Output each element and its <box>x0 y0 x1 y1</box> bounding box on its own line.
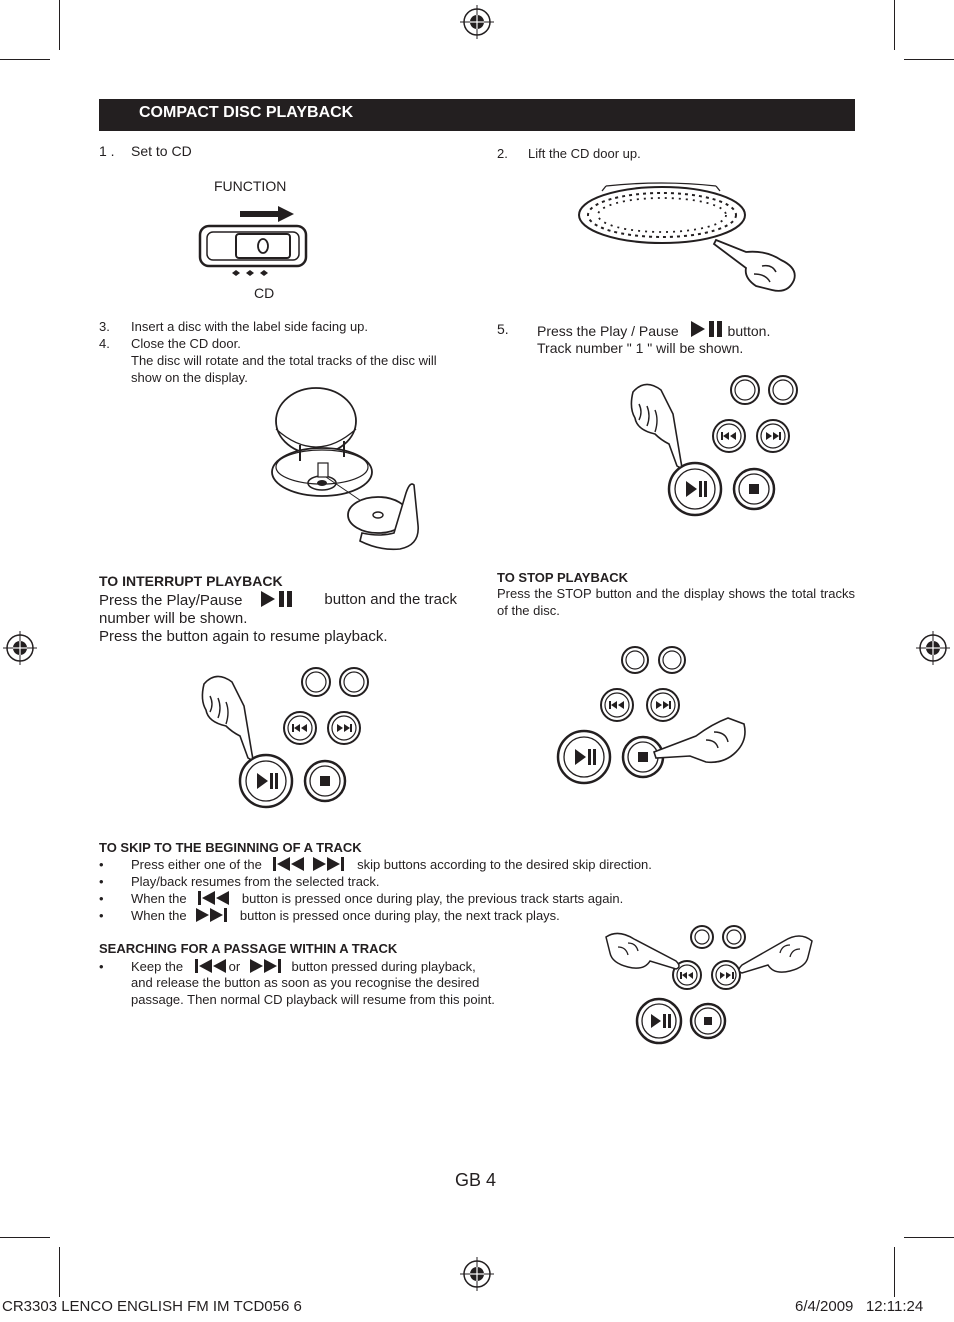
registration-mark-icon <box>460 5 494 39</box>
skip-item-3: When the button is pressed once during p… <box>131 890 623 907</box>
skip-bullet: • <box>99 891 104 906</box>
skip-back-icon <box>194 959 226 973</box>
skip-bullet: • <box>99 908 104 923</box>
page-number: GB 4 <box>455 1170 497 1190</box>
function-switch-illustration <box>198 206 308 276</box>
step-4-number: 4. <box>99 336 110 351</box>
search-heading: SEARCHING FOR A PASSAGE WITHIN A TRACK <box>99 941 398 956</box>
search-line-3: passage. Then normal CD playback will re… <box>131 992 495 1007</box>
interrupt-line-1: Press the Play/Pause button and the trac… <box>99 590 457 610</box>
stop-heading: TO STOP PLAYBACK <box>497 570 628 585</box>
press-stop-illustration <box>556 646 746 785</box>
step-1-text: Set to CD <box>131 143 192 159</box>
press-play-illustration <box>201 667 369 809</box>
skip-bullet: • <box>99 874 104 889</box>
crop-mark <box>0 59 50 60</box>
play-pause-icon <box>690 321 722 337</box>
skip-item-1-a: Press either one of the <box>131 857 262 872</box>
crop-mark <box>894 0 895 50</box>
registration-mark-icon <box>460 1257 494 1291</box>
play-pause-icon <box>260 591 292 607</box>
step-1-number: 1 . <box>99 143 115 159</box>
search-item-1-a: Keep the <box>131 959 184 974</box>
skip-forward-icon <box>196 908 228 922</box>
interrupt-line-1-a: Press the Play/Pause <box>99 592 243 609</box>
step-4-text: Close the CD door. <box>131 336 241 351</box>
interrupt-line-1-b: button and the track <box>324 591 457 608</box>
step-5-line-2: Track number " 1 " will be shown. <box>537 340 744 356</box>
skip-back-icon <box>273 857 305 871</box>
step-3-text: Insert a disc with the label side facing… <box>131 319 369 334</box>
disc-insert-illustration <box>271 387 419 551</box>
cd-label: CD <box>254 285 275 301</box>
skip-item-3-a: When the <box>131 891 187 906</box>
stop-text: Press the STOP button and the display sh… <box>497 586 855 618</box>
press-skip-illustration <box>605 925 813 1045</box>
skip-item-1: Press either one of the skip buttons acc… <box>131 856 652 873</box>
skip-heading: TO SKIP TO THE BEGINNING OF A TRACK <box>99 840 362 855</box>
crop-mark <box>0 1237 50 1238</box>
interrupt-line-2: number will be shown. <box>99 610 248 627</box>
step-4-detail: The disc will rotate and the total track… <box>131 353 437 368</box>
step-2-number: 2. <box>497 146 508 161</box>
skip-item-1-b: skip buttons according to the desired sk… <box>357 857 652 872</box>
crop-mark <box>894 1247 895 1297</box>
step-5-text-b: button. <box>727 323 771 339</box>
footer-left: CR3303 LENCO ENGLISH FM IM TCD056 6 <box>2 1298 302 1315</box>
skip-forward-icon <box>313 857 345 871</box>
crop-mark <box>59 1247 60 1297</box>
registration-mark-icon <box>916 631 950 665</box>
skip-item-4: When the button is pressed once during p… <box>131 907 560 924</box>
cd-door-lift-illustration <box>578 182 796 292</box>
crop-mark <box>59 0 60 50</box>
search-or: or <box>228 959 241 974</box>
search-item-1-b: button pressed during playback, <box>291 959 476 974</box>
step-2-text: Lift the CD door up. <box>528 146 641 161</box>
skip-item-4-a: When the <box>131 908 187 923</box>
function-label: FUNCTION <box>214 178 287 194</box>
press-play-illustration <box>630 375 798 517</box>
footer-right: 6/4/2009 12:11:24 <box>795 1298 924 1315</box>
interrupt-line-3: Press the button again to resume playbac… <box>99 628 388 645</box>
arrow-right-icon <box>240 206 294 222</box>
step-4-detail: show on the display. <box>131 370 248 385</box>
skip-item-2: Play/back resumes from the selected trac… <box>131 874 380 889</box>
registration-mark-icon <box>3 631 37 665</box>
skip-forward-icon <box>249 959 281 973</box>
interrupt-heading: TO INTERRUPT PLAYBACK <box>99 573 283 589</box>
skip-bullet: • <box>99 857 104 872</box>
skip-back-icon <box>198 891 230 905</box>
search-bullet: • <box>99 959 104 974</box>
step-5-text-a: Press the Play / Pause <box>537 323 679 339</box>
search-item-1: Keep the or button pressed during playba… <box>131 958 476 975</box>
crop-mark <box>904 1237 954 1238</box>
step-3-number: 3. <box>99 319 110 334</box>
step-5-text: Press the Play / Pause button. <box>537 320 770 340</box>
search-line-2: and release the button as soon as you re… <box>131 975 480 990</box>
section-title: COMPACT DISC PLAYBACK <box>139 104 354 121</box>
skip-item-3-b: button is pressed once during play, the … <box>241 891 624 906</box>
step-5-number: 5. <box>497 321 509 337</box>
skip-item-4-b: button is pressed once during play, the … <box>239 908 560 923</box>
crop-mark <box>904 59 954 60</box>
section-header: COMPACT DISC PLAYBACK <box>99 99 855 131</box>
